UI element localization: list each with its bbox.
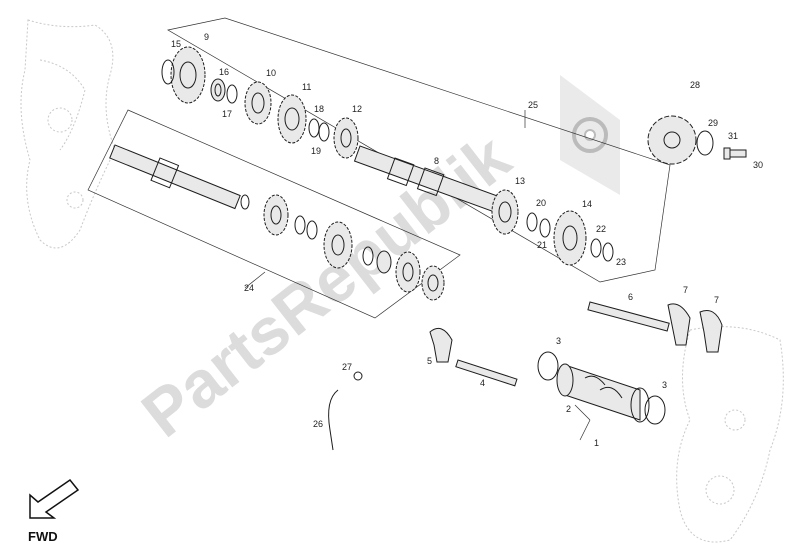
washer-lower-2 — [306, 220, 318, 240]
shift-fork-7b — [699, 310, 723, 353]
forward-arrow-icon — [29, 478, 80, 519]
bearing-16 — [210, 78, 226, 102]
part-number-label: 27 — [342, 362, 352, 372]
shift-drum-1 — [556, 363, 650, 423]
part-number-label: 24 — [244, 283, 254, 293]
part-number-label: 5 — [427, 356, 432, 366]
bolt-31 — [723, 147, 747, 160]
gear-icon — [560, 75, 620, 195]
part-number-label: 11 — [302, 82, 311, 92]
clip-27 — [353, 371, 363, 381]
gear-lower-2 — [323, 221, 353, 269]
gear-9 — [170, 46, 206, 104]
part-number-label: 29 — [708, 118, 718, 128]
background-engine-casing-left — [20, 19, 116, 249]
assembly-outline-25 — [167, 17, 671, 283]
washer-29 — [696, 130, 714, 156]
part-number-label: 4 — [480, 378, 485, 388]
sprocket-28 — [647, 115, 697, 165]
part-number-label: 18 — [314, 104, 324, 114]
part-number-label: 9 — [204, 32, 209, 42]
washer-18 — [308, 118, 320, 138]
part-number-label: 15 — [171, 39, 181, 49]
circlip-23 — [602, 242, 614, 262]
part-number-label: 14 — [582, 199, 592, 209]
part-number-label: 3 — [662, 380, 667, 390]
assembly-outline-24 — [87, 109, 461, 319]
background-engine-casing-right — [676, 326, 784, 543]
circlip-21 — [539, 218, 551, 238]
gear-12 — [333, 117, 359, 159]
shift-fork-7a — [667, 303, 691, 346]
fork-rod-6 — [587, 301, 670, 332]
shaft-24 — [109, 144, 250, 210]
leader-lines — [244, 110, 591, 441]
part-number-label: 23 — [616, 257, 626, 267]
watermark-text: PartsRepublik — [128, 119, 524, 451]
fwd-label: FWD — [28, 529, 58, 544]
washer-17 — [226, 84, 238, 104]
gear-10 — [244, 81, 272, 125]
part-number-label: 8 — [434, 156, 439, 166]
gear-14 — [553, 210, 587, 266]
part-number-label: 10 — [266, 68, 276, 78]
washer-lower-3 — [362, 246, 374, 266]
part-number-label: 19 — [311, 146, 321, 156]
part-number-label: 16 — [219, 67, 229, 77]
part-number-label: 7 — [683, 285, 688, 295]
part-number-label: 6 — [628, 292, 633, 302]
shift-fork-5 — [429, 327, 453, 363]
gear-13 — [491, 189, 519, 235]
part-number-label: 3 — [556, 336, 561, 346]
gear-11 — [277, 94, 307, 144]
part-number-label: 20 — [536, 198, 546, 208]
part-number-label: 30 — [753, 160, 763, 170]
watermark: PartsRepublik — [128, 75, 620, 451]
part-number-label: 28 — [690, 80, 700, 90]
fork-rod-4 — [455, 359, 518, 387]
part-number-label: 25 — [528, 100, 538, 110]
gear-lower-3 — [395, 251, 421, 293]
gear-lower-1 — [263, 194, 289, 236]
part-number-label: 1 — [594, 438, 599, 448]
part-number-label: 22 — [596, 224, 606, 234]
circlip-19 — [318, 122, 330, 142]
ring-3a — [537, 351, 559, 381]
washer-15 — [161, 59, 175, 85]
hose-26 — [328, 389, 339, 451]
part-number-label: 17 — [222, 109, 232, 119]
gear-lower-4 — [421, 265, 445, 301]
ring-3b — [644, 395, 666, 425]
part-number-label: 26 — [313, 419, 323, 429]
washer-lower-1 — [294, 215, 306, 235]
part-number-label: 2 — [566, 404, 571, 414]
part-number-label: 21 — [537, 240, 547, 250]
part-number-label: 13 — [515, 176, 525, 186]
bearing-lower — [376, 250, 392, 274]
part-number-label: 31 — [728, 131, 738, 141]
part-number-label: 12 — [352, 104, 362, 114]
washer-22 — [590, 238, 602, 258]
part-number-label: 7 — [714, 295, 719, 305]
washer-20 — [526, 212, 538, 232]
